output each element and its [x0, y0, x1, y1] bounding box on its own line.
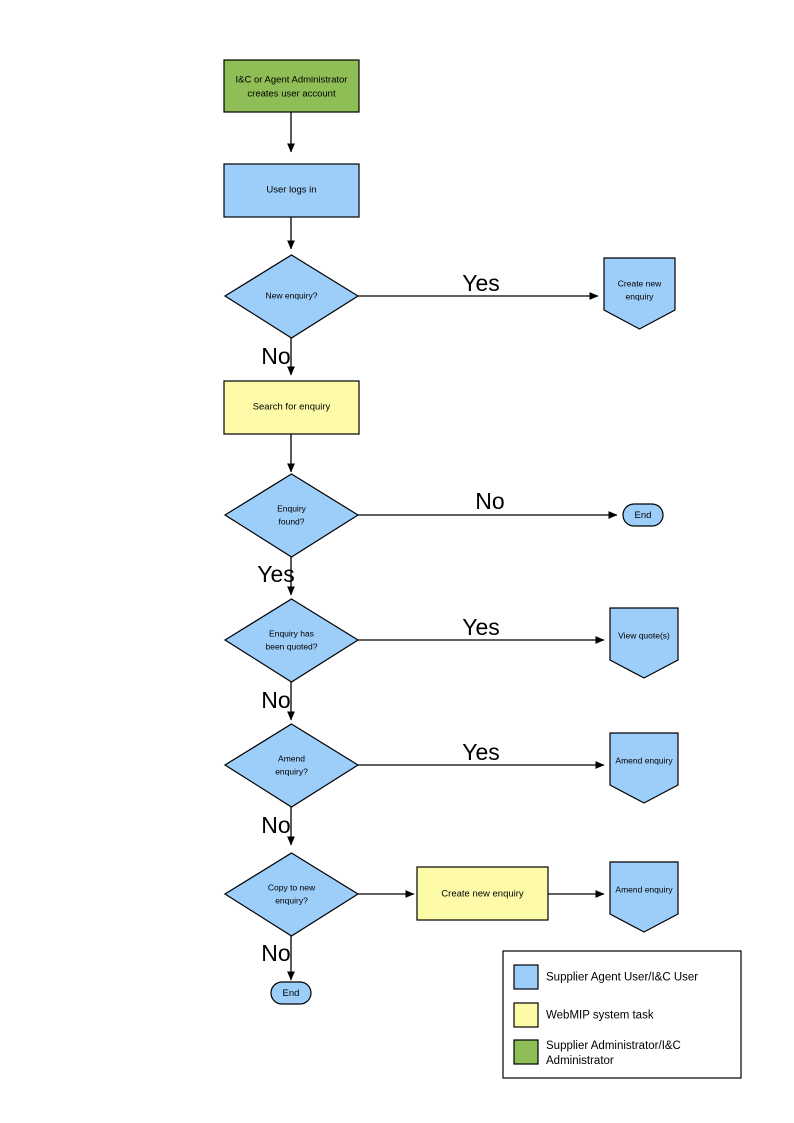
node-end-final[interactable]: End: [270, 981, 312, 1005]
node-label-user-logs-in: User logs in: [266, 185, 316, 196]
node-label-amend-line2: enquiry?: [275, 766, 308, 776]
node-label-copy-line1: Copy to new: [268, 882, 316, 892]
legend-item-supplier-administrator: Supplier Administrator/I&C Administrator: [513, 1039, 681, 1067]
legend-swatch-system-yellow: [513, 1002, 539, 1028]
node-search-for-enquiry[interactable]: Search for enquiry: [223, 380, 360, 435]
node-label-end-final: End: [283, 988, 300, 999]
legend-swatch-admin-green: [513, 1039, 539, 1065]
node-label-amend-action: Amend enquiry: [615, 755, 673, 765]
node-label-view-quotes: View quote(s): [618, 630, 670, 640]
node-label-admin-line2: creates user account: [247, 89, 336, 100]
node-amend-enquiry-decision[interactable]: Amend enquiry?: [223, 723, 360, 808]
edge-label-found-yes: Yes: [257, 561, 295, 587]
node-create-new-enquiry-top[interactable]: Create new enquiry: [603, 257, 676, 330]
node-label-amend-line1: Amend: [278, 753, 305, 763]
node-label-copy-line2: enquiry?: [275, 895, 308, 905]
node-view-quotes[interactable]: View quote(s): [609, 607, 679, 679]
node-enquiry-quoted-decision[interactable]: Enquiry has been quoted?: [223, 598, 360, 683]
edge-label-found-no: No: [475, 488, 504, 514]
node-label-search: Search for enquiry: [253, 402, 331, 413]
legend-item-webmip-system-task: WebMIP system task: [513, 1002, 654, 1028]
node-label-amend-action-2: Amend enquiry: [615, 884, 673, 894]
node-label-quoted-line2: been quoted?: [266, 641, 318, 651]
node-amend-enquiry-action[interactable]: Amend enquiry: [609, 732, 679, 804]
node-label-end-not-found: End: [635, 510, 652, 521]
node-copy-to-new-enquiry-decision[interactable]: Copy to new enquiry?: [223, 852, 360, 937]
legend: Supplier Agent User/I&C User WebMIP syst…: [502, 950, 742, 1079]
legend-swatch-user-blue: [513, 964, 539, 990]
node-create-new-enquiry-bottom[interactable]: Create new enquiry: [416, 866, 549, 921]
edge-label-amend-no: No: [261, 812, 290, 838]
node-amend-enquiry-action-2[interactable]: Amend enquiry: [609, 861, 679, 933]
node-end-not-found[interactable]: End: [622, 503, 664, 527]
node-enquiry-found-decision[interactable]: Enquiry found?: [223, 473, 360, 558]
node-label-create-new-bottom: Create new enquiry: [441, 889, 524, 900]
legend-label-admin-line1: Supplier Administrator/I&C: [546, 1040, 681, 1052]
node-label-create-new-top-line1: Create new: [618, 278, 662, 288]
node-new-enquiry-decision[interactable]: New enquiry?: [223, 254, 360, 339]
edge-label-quoted-yes: Yes: [462, 614, 500, 640]
edge-label-quoted-no: No: [261, 687, 290, 713]
edge-label-new-enquiry-yes: Yes: [462, 270, 500, 296]
legend-label-system: WebMIP system task: [546, 1010, 654, 1022]
legend-border: [502, 950, 742, 1079]
node-label-new-enquiry: New enquiry?: [266, 290, 318, 300]
node-label-found-line1: Enquiry: [277, 503, 307, 513]
legend-label-admin-line2: Administrator: [546, 1055, 614, 1067]
edge-label-new-enquiry-no: No: [261, 343, 290, 369]
legend-item-supplier-agent-user: Supplier Agent User/I&C User: [513, 964, 698, 990]
node-label-found-line2: found?: [279, 516, 305, 526]
edge-label-amend-yes: Yes: [462, 739, 500, 765]
node-label-admin-line1: I&C or Agent Administrator: [236, 75, 348, 86]
edge-label-copy-no: No: [261, 940, 290, 966]
node-label-create-new-top-line2: enquiry: [626, 291, 655, 301]
node-label-quoted-line1: Enquiry has: [269, 628, 314, 638]
node-user-logs-in[interactable]: User logs in: [223, 163, 360, 218]
node-admin-creates-account[interactable]: I&C or Agent Administrator creates user …: [223, 59, 360, 113]
legend-label-user: Supplier Agent User/I&C User: [546, 972, 698, 984]
